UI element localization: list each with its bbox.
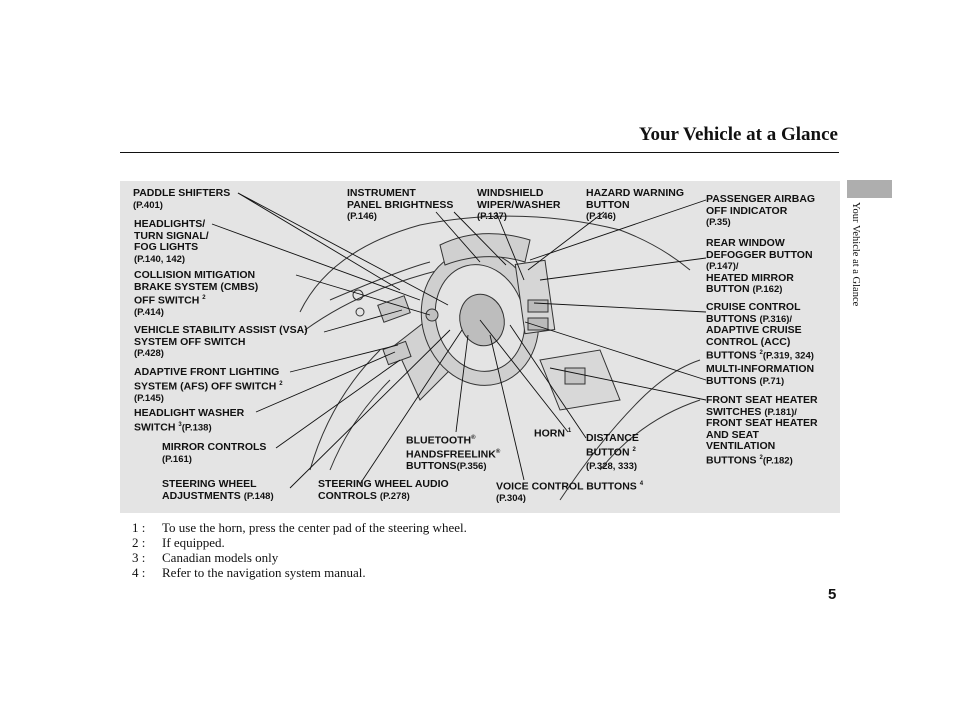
footnote: 1 :To use the horn, press the center pad… bbox=[132, 520, 467, 535]
footnote: 3 :Canadian models only bbox=[132, 550, 279, 565]
label-cruise-control: CRUISE CONTROL BUTTONS (P.316)/ ADAPTIVE… bbox=[706, 301, 814, 362]
label-vsa: VEHICLE STABILITY ASSIST (VSA) SYSTEM OF… bbox=[134, 324, 308, 359]
title-rule bbox=[120, 152, 839, 153]
footnote: 2 :If equipped. bbox=[132, 535, 225, 550]
label-steering-adjustments: STEERING WHEEL ADJUSTMENTS (P.148) bbox=[162, 478, 274, 502]
label-horn: HORN 1 bbox=[534, 427, 572, 440]
label-wiper-washer: WINDSHIELD WIPER/WASHER (P.137) bbox=[477, 187, 561, 222]
label-voice-control: VOICE CONTROL BUTTONS 4 (P.304) bbox=[496, 480, 644, 504]
footnote: 4 :Refer to the navigation system manual… bbox=[132, 565, 366, 580]
footnotes: 1 :To use the horn, press the center pad… bbox=[132, 520, 467, 580]
label-seat-heater: FRONT SEAT HEATER SWITCHES (P.181)/ FRON… bbox=[706, 394, 818, 466]
label-paddle-shifters: PADDLE SHIFTERS (P.401) bbox=[133, 187, 231, 211]
label-headlight-washer: HEADLIGHT WASHER SWITCH 3(P.138) bbox=[134, 407, 245, 433]
label-headlights: HEADLIGHTS/ TURN SIGNAL/ FOG LIGHTS (P.1… bbox=[134, 218, 209, 265]
section-tab bbox=[847, 180, 892, 198]
label-mirror-controls: MIRROR CONTROLS (P.161) bbox=[162, 441, 267, 465]
page-number: 5 bbox=[828, 586, 837, 603]
page-title: Your Vehicle at a Glance bbox=[638, 124, 838, 145]
side-section-label: Your Vehicle at a Glance bbox=[850, 202, 861, 307]
label-afs: ADAPTIVE FRONT LIGHTING SYSTEM (AFS) OFF… bbox=[134, 366, 283, 404]
label-cmbs: COLLISION MITIGATION BRAKE SYSTEM (CMBS)… bbox=[134, 269, 259, 318]
label-audio-controls: STEERING WHEEL AUDIO CONTROLS (P.278) bbox=[318, 478, 449, 502]
label-defogger: REAR WINDOW DEFOGGER BUTTON (P.147)/ HEA… bbox=[706, 237, 813, 295]
label-instrument-brightness: INSTRUMENT PANEL BRIGHTNESS (P.146) bbox=[347, 187, 454, 222]
label-bluetooth: BLUETOOTH® HANDSFREELINK® BUTTONS(P.356) bbox=[406, 434, 501, 472]
label-multi-information: MULTI-INFORMATION BUTTONS (P.71) bbox=[706, 363, 815, 387]
label-hazard-button: HAZARD WARNING BUTTON (P.146) bbox=[586, 187, 684, 222]
label-passenger-airbag: PASSENGER AIRBAG OFF INDICATOR (P.35) bbox=[706, 193, 816, 228]
label-distance-button: DISTANCE BUTTON 2 (P.328, 333) bbox=[586, 432, 639, 472]
